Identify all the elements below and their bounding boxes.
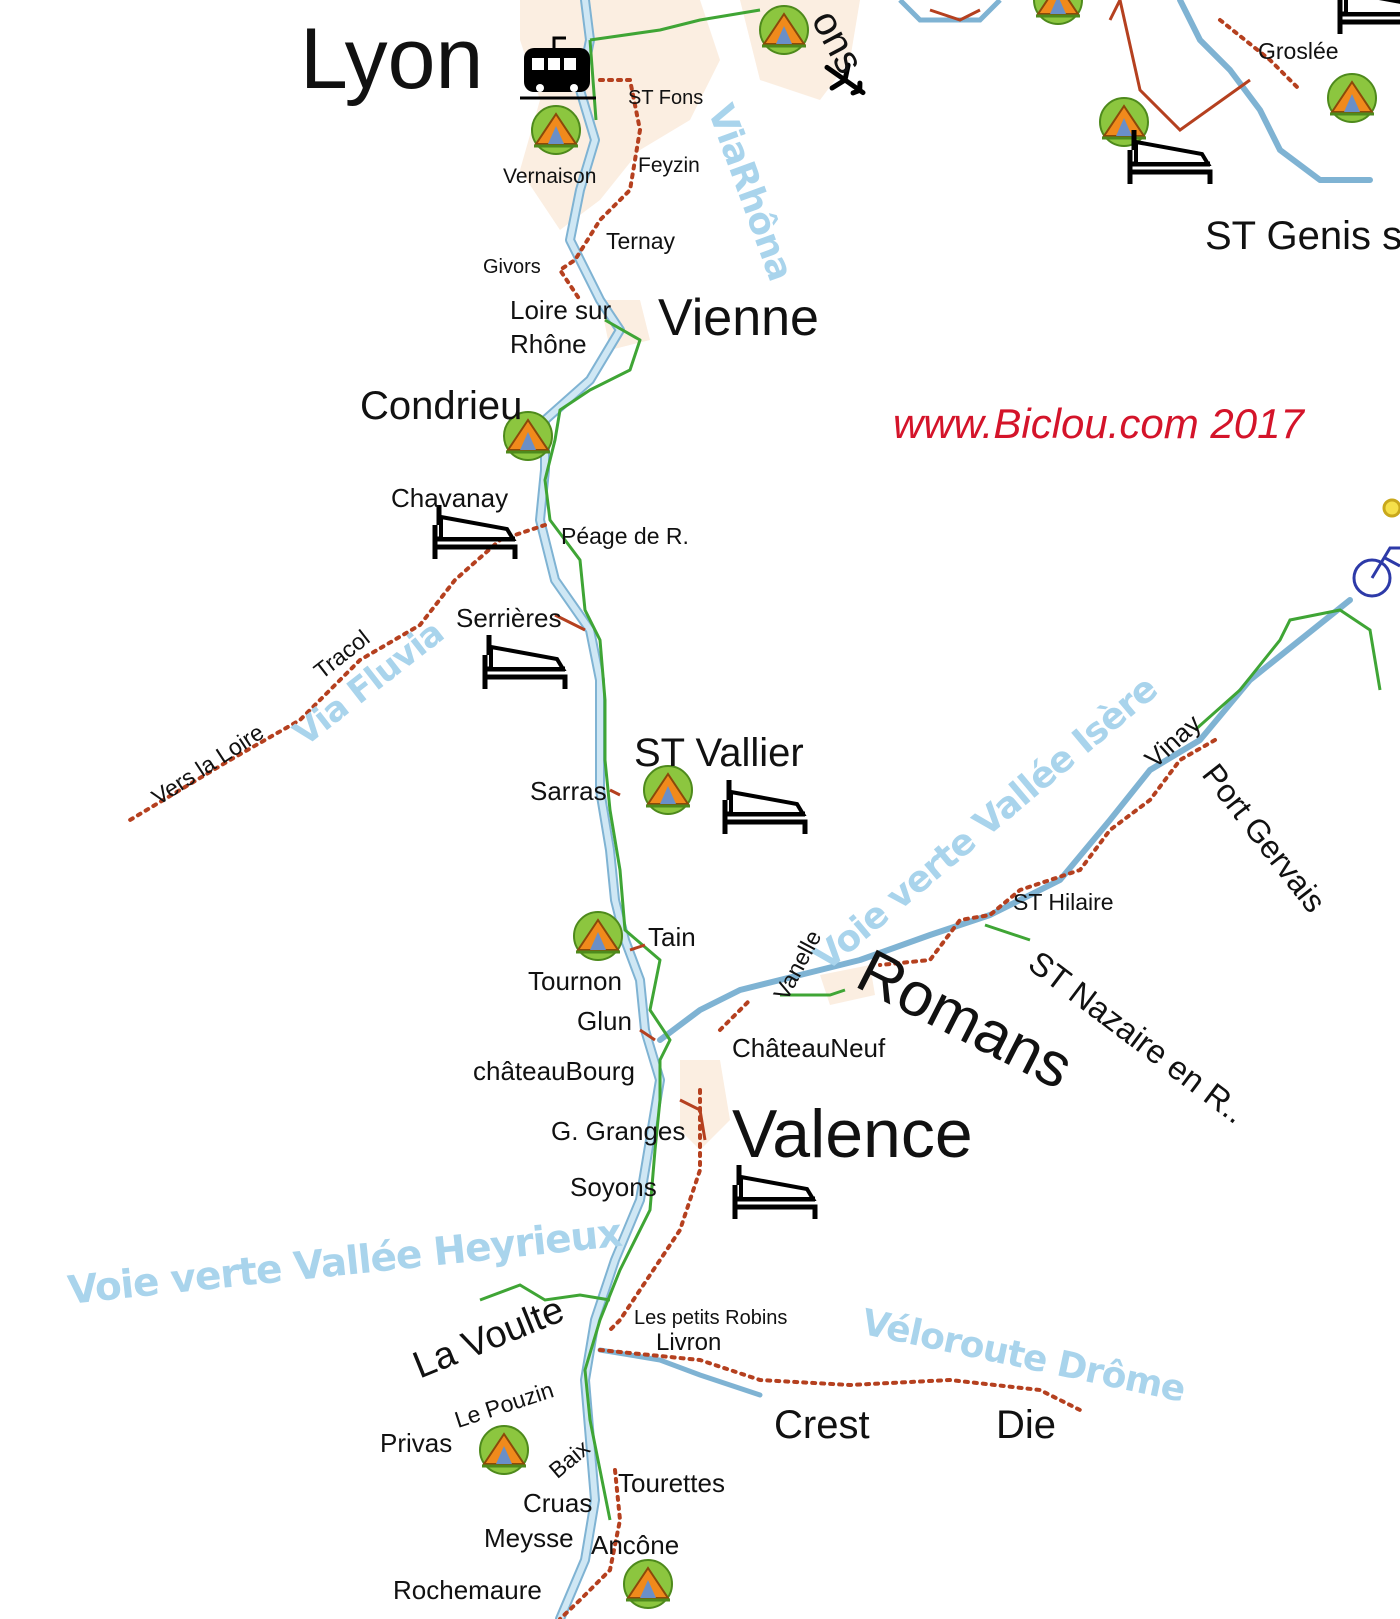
place-rochemaure: Rochemaure	[393, 1575, 542, 1605]
viarhona-greenway	[543, 8, 761, 1521]
place-meysse: Meysse	[484, 1523, 574, 1553]
place-cruas: Cruas	[523, 1488, 593, 1518]
drome-river	[597, 1347, 763, 1398]
north-river	[898, 0, 1002, 23]
bed-icon	[735, 1165, 815, 1219]
urban-valence	[680, 1060, 730, 1150]
upper-rhone-river	[1177, 0, 1373, 183]
place-glun: Glun	[577, 1006, 632, 1036]
bed-icon	[435, 505, 515, 559]
place-chateaubourg: châteauBourg	[473, 1056, 635, 1086]
place-livron: Livron	[656, 1329, 722, 1356]
place-groslee: Groslée	[1258, 38, 1339, 64]
place-st-hilaire: ST Hilaire	[1013, 889, 1114, 915]
heyrieux-greenway	[479, 1283, 611, 1302]
plane-icon	[824, 62, 866, 96]
train-icon	[520, 36, 596, 100]
place-peage: Péage de R.	[561, 523, 689, 549]
place-st-vallier: ST Vallier	[634, 731, 804, 775]
place-lyon: Lyon	[300, 11, 484, 107]
isere-greenway	[780, 608, 1382, 997]
place-condrieu: Condrieu	[360, 384, 523, 428]
place-feyzin: Feyzin	[638, 154, 700, 177]
campsite-icon	[530, 104, 582, 156]
rhone-river-fill	[537, 0, 663, 1619]
place-sarras: Sarras	[530, 776, 607, 806]
place-tourettes: Tourettes	[618, 1468, 725, 1498]
place-st-fons: ST Fons	[628, 87, 704, 109]
bed-icon	[1340, 0, 1400, 34]
place-vienne: Vienne	[658, 289, 819, 347]
road-sections	[554, 0, 1251, 1141]
place-ternay: Ternay	[606, 228, 676, 254]
place-chavanay: Chavanay	[391, 483, 509, 513]
campsite-icon	[1098, 96, 1150, 148]
place-valence: Valence	[732, 1096, 973, 1172]
place-vernaison: Vernaison	[503, 165, 597, 188]
place-crest: Crest	[774, 1403, 870, 1447]
campsite-icon	[1032, 0, 1084, 26]
place-g-granges: G. Granges	[551, 1116, 686, 1146]
place-givors: Givors	[483, 256, 541, 278]
place-serrieres: Serrières	[456, 603, 562, 633]
place-die: Die	[996, 1403, 1057, 1447]
campsite-icon	[1326, 72, 1378, 124]
campsite-icon	[572, 910, 624, 962]
place-loire-sur-rhone: Loire sur Rhône	[510, 295, 612, 359]
place-st-genis: ST Genis s	[1205, 214, 1400, 258]
place-ancone: Ancône	[591, 1530, 680, 1560]
place-tournon: Tournon	[528, 966, 622, 996]
place-privas: Privas	[380, 1428, 453, 1458]
place-tain: Tain	[648, 922, 696, 952]
bed-icon	[485, 635, 565, 689]
place-les-petits-robins: Les petits Robins	[634, 1307, 788, 1329]
place-soyons: Soyons	[570, 1172, 657, 1202]
campsite-icon	[758, 4, 810, 56]
bed-icon	[725, 780, 805, 834]
place-chateauneuf: ChâteauNeuf	[732, 1033, 886, 1063]
bicycle-icon	[1352, 498, 1400, 598]
campsite-icon	[478, 1424, 530, 1476]
credit-text: www.Biclou.com 2017	[893, 400, 1304, 447]
campsite-icon	[622, 1558, 674, 1610]
